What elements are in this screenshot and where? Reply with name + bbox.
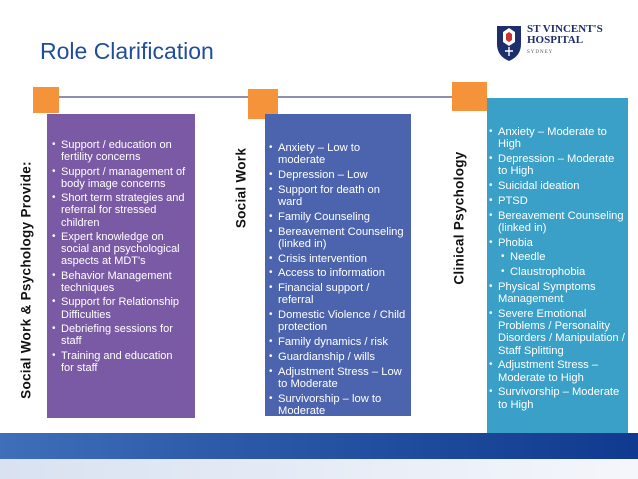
slide-title: Role Clarification — [40, 38, 214, 64]
list-item: Family Counseling — [267, 211, 407, 223]
list-item: Physical Symptoms Management — [487, 281, 625, 305]
list-item: Short term strategies and referral for s… — [50, 192, 188, 229]
list-item: Phobia — [487, 237, 625, 249]
list-item: Adjustment Stress – Moderate to High — [487, 359, 625, 383]
shield-icon — [497, 26, 521, 61]
list-item: Severe Emotional Problems / Personality … — [487, 308, 625, 357]
column-label-shared: Social Work & Psychology Provide: — [18, 161, 34, 399]
list-item: Bereavement Counseling (linked in) — [267, 226, 407, 250]
list-item: Support / education on fertility concern… — [50, 139, 188, 163]
accent-square-3 — [452, 82, 487, 111]
list-item: Domestic Violence / Child protection — [267, 309, 407, 333]
list-item: Behavior Management techniques — [50, 270, 188, 294]
list-item: Family dynamics / risk — [267, 336, 407, 348]
list-item: Survivorship – Moderate to High — [487, 386, 625, 410]
accent-square-1 — [33, 87, 59, 113]
hospital-logo: ST VINCENT'S HOSPITAL SYDNEY — [495, 22, 615, 68]
clinical-psychology-list: Anxiety – Moderate to High Depression – … — [487, 126, 625, 411]
shared-services-list: Support / education on fertility concern… — [50, 139, 188, 374]
footer-band — [0, 433, 638, 479]
list-item: Debriefing sessions for staff — [50, 323, 188, 347]
clinical-psychology-box: Anxiety – Moderate to High Depression – … — [487, 98, 628, 433]
column-label-social-work: Social Work — [233, 147, 249, 229]
list-item: Guardianship / wills — [267, 351, 407, 363]
sub-list-item: Needle — [487, 251, 625, 263]
list-item: Crisis intervention — [267, 253, 407, 265]
list-item: Suicidal ideation — [487, 180, 625, 192]
footer-blue-band — [0, 433, 638, 459]
social-work-list: Anxiety – Low to moderate Depression – L… — [267, 142, 407, 417]
list-item: Support for Relationship Difficulties — [50, 296, 188, 320]
logo-text-line2: HOSPITAL — [527, 34, 584, 46]
list-item: Financial support / referral — [267, 282, 407, 306]
list-item: Adjustment Stress – Low to Moderate — [267, 366, 407, 390]
list-item: Expert knowledge on social and psycholog… — [50, 231, 188, 268]
list-item: Support / management of body image conce… — [50, 166, 188, 190]
list-item: Anxiety – Low to moderate — [267, 142, 407, 166]
list-item: Depression – Moderate to High — [487, 153, 625, 177]
logo-text-line3: SYDNEY — [527, 50, 554, 55]
list-item: Survivorship – low to Moderate — [267, 393, 407, 417]
column-label-clinical-psychology: Clinical Psychology — [451, 151, 467, 285]
social-work-box: Anxiety – Low to moderate Depression – L… — [265, 114, 411, 417]
list-item: Bereavement Counseling (linked in) — [487, 210, 625, 234]
logo-text-line1: ST VINCENT'S — [527, 23, 603, 35]
list-item: Support for death on ward — [267, 184, 407, 208]
list-item: Training and education for staff — [50, 350, 188, 374]
sub-list-item: Claustrophobia — [487, 266, 625, 278]
shared-services-box: Support / education on fertility concern… — [47, 114, 195, 418]
list-item: PTSD — [487, 195, 625, 207]
list-item: Access to information — [267, 267, 407, 279]
list-item: Anxiety – Moderate to High — [487, 126, 625, 150]
footer-light-band — [0, 459, 638, 479]
list-item: Depression – Low — [267, 169, 407, 181]
